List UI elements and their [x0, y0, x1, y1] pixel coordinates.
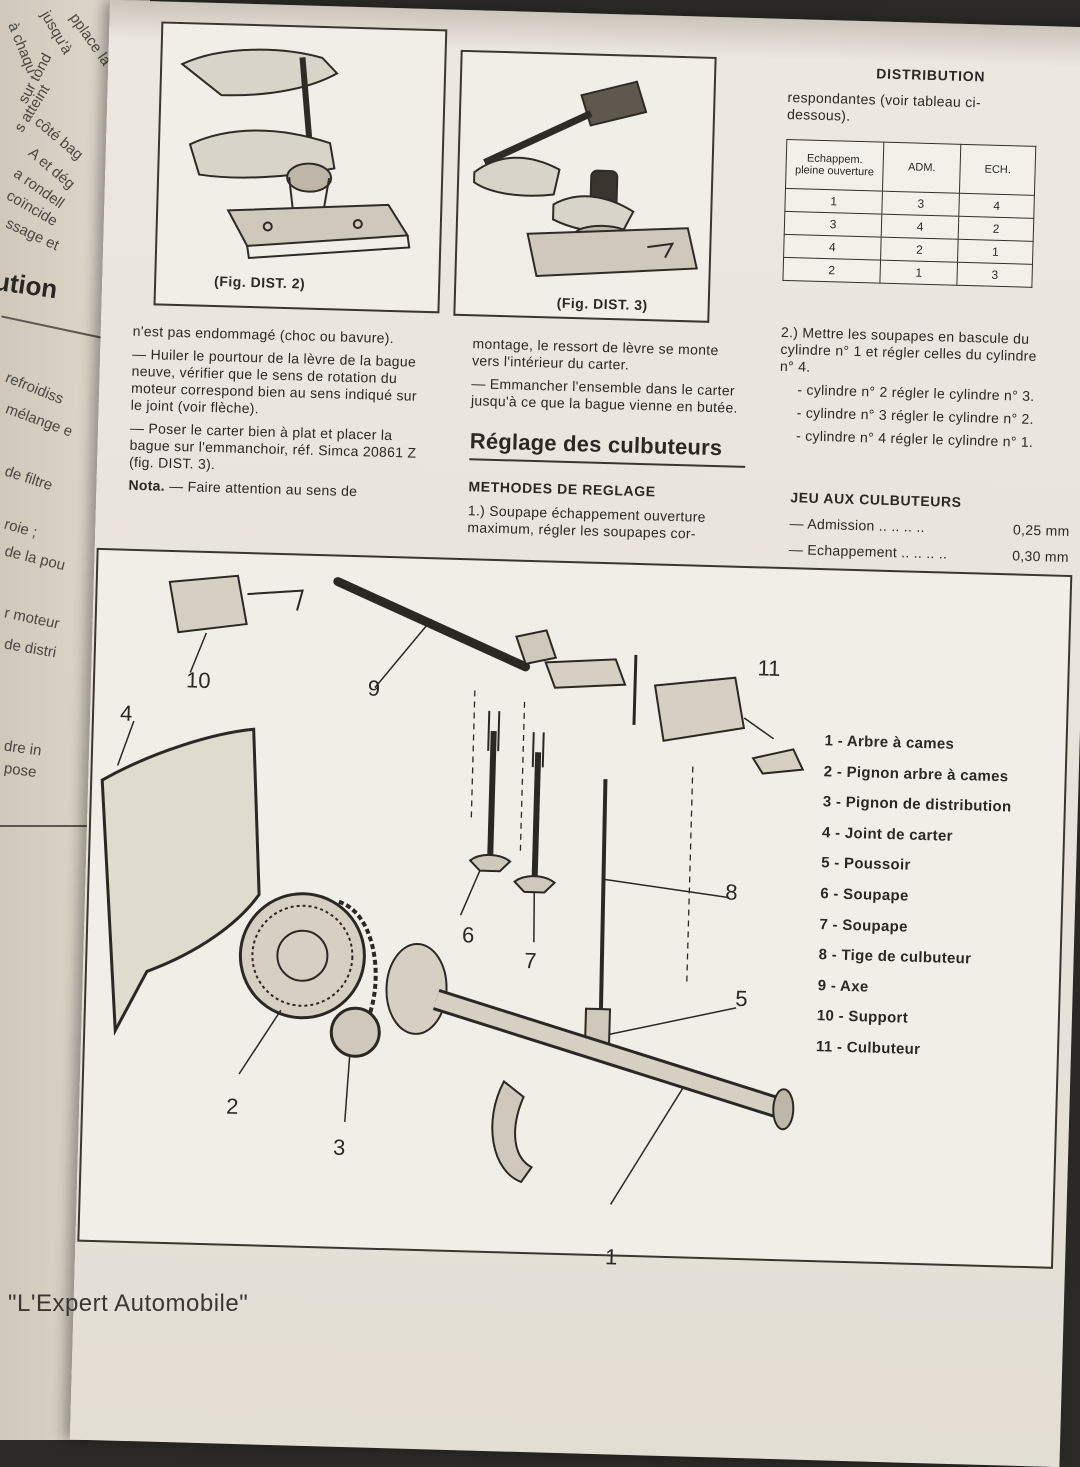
- paragraph: 2.) Mettre les soupapes en bascule du cy…: [779, 323, 1037, 375]
- valve-sequence-table: Echappem. pleine ouverture ADM. ECH. 1 3…: [782, 138, 1037, 288]
- facing-text-fragment: pose: [2, 759, 38, 782]
- valvetrain-drawing: [100, 574, 805, 1205]
- column-2-text: montage, le ressort de lèvre se monte ve…: [471, 335, 748, 423]
- paragraph: — Huiler le pourtour de la lèvre de la b…: [130, 345, 418, 417]
- callout-8: 8: [724, 879, 738, 905]
- manual-page: DISTRIBUTION (Fig. DIST. 2): [69, 0, 1080, 1467]
- exploded-diagram: [77, 547, 1073, 1269]
- facing-text-fragment: de la pou: [2, 542, 67, 575]
- callout-1: 1: [604, 1244, 618, 1270]
- clearance-heading: JEU AUX CULBUTEURS: [790, 489, 962, 510]
- figure-dist-3-caption: (Fig. DIST. 3): [556, 294, 648, 314]
- paragraph: — Poser le carter bien à plat et placer …: [128, 419, 417, 473]
- facing-text-fragment: dre in: [2, 737, 43, 760]
- facing-text-fragment: de distri: [2, 635, 58, 662]
- clearance-value: 0,25 mm: [1012, 521, 1070, 539]
- parts-legend: 1 - Arbre à cames 2 - Pignon arbre à cam…: [815, 732, 1013, 1074]
- table-cell: 2: [880, 237, 959, 263]
- running-head: DISTRIBUTION: [876, 65, 986, 85]
- column-3-text: 2.) Mettre les soupapes en bascule du cy…: [778, 324, 1041, 457]
- clearance-label: — Echappement .. .. .. ..: [788, 541, 948, 562]
- callout-4: 4: [119, 700, 133, 726]
- table-cell: 3: [957, 262, 1033, 288]
- callout-10: 10: [185, 667, 211, 694]
- nota-text: — Faire attention au sens de: [168, 477, 358, 500]
- facing-text-fragment: jusqu'à: [37, 8, 76, 58]
- paragraph: — Emmancher l'ensemble dans le carter ju…: [470, 375, 738, 416]
- facing-rule: [0, 825, 140, 827]
- facing-text-fragment: roie ;: [2, 515, 40, 542]
- methods-subheading: METHODES DE REGLAGE: [468, 478, 656, 500]
- callout-7: 7: [523, 947, 537, 974]
- facing-text-fragment: de filtre: [2, 462, 55, 495]
- callout-11: 11: [757, 655, 781, 681]
- clearance-label: — Admission .. .. .. ..: [789, 515, 926, 535]
- clearance-row: — Admission .. .. .. .. 0,25 mm: [789, 515, 1069, 540]
- callout-6: 6: [461, 922, 475, 948]
- callout-2: 2: [225, 1093, 239, 1120]
- paragraph: n'est pas endommagé (choc ou bavure).: [132, 322, 395, 347]
- nota-label: Nota.: [128, 476, 166, 494]
- legend-item: 11 - Culbuteur: [815, 1038, 921, 1058]
- cylinder-item: - cylindre n° 2 régler le cylindre n° 3.: [797, 381, 1035, 404]
- facing-text-fragment: r moteur: [2, 604, 62, 633]
- paragraph: montage, le ressort de lèvre se monte ve…: [471, 335, 719, 373]
- clearance-value: 0,30 mm: [1012, 547, 1070, 565]
- publication-footer: "L'Expert Automobile": [8, 1290, 249, 1317]
- clearance-row: — Echappement .. .. .. .. 0,30 mm: [789, 541, 1069, 566]
- table-cell: 1: [957, 239, 1034, 265]
- table-header: Echappem. pleine ouverture: [785, 139, 884, 192]
- figure-dist-2: [153, 21, 448, 314]
- facing-text-fragment: pplace la: [66, 10, 115, 69]
- cylinder-item: - cylindre n° 4 régler le cylindre n° 1.: [795, 427, 1034, 450]
- figure-dist-3: [453, 49, 717, 323]
- cylinder-item: - cylindre n° 3 régler le cylindre n° 2.: [796, 404, 1035, 427]
- table-cell: 4: [783, 234, 882, 261]
- table-header: ADM.: [882, 142, 962, 194]
- table-cell: 1: [784, 188, 883, 215]
- table-cell: 4: [959, 193, 1035, 219]
- table-cell: 2: [782, 257, 881, 284]
- column-3-intro: respondantes (voir tableau ci-dessous).: [786, 88, 982, 124]
- column-1-text: n'est pas endommagé (choc ou bavure). — …: [128, 323, 433, 508]
- method-1-text: 1.) Soupape échappement ouverture maximu…: [467, 502, 706, 542]
- facing-section-heading: ution: [0, 265, 60, 305]
- table-cell: 2: [958, 216, 1034, 242]
- figure-dist-2-caption: (Fig. DIST. 2): [213, 273, 306, 292]
- callout-9: 9: [367, 675, 381, 701]
- callout-5: 5: [735, 985, 748, 1012]
- section-title: Réglage des culbuteurs: [469, 428, 747, 468]
- callout-3: 3: [332, 1134, 346, 1161]
- table-cell: 3: [784, 211, 882, 238]
- facing-text-fragment: mélange e: [3, 400, 75, 441]
- table-cell: 1: [879, 260, 958, 286]
- table-header: ECH.: [959, 144, 1036, 196]
- seal-extraction-illustration: [180, 48, 411, 260]
- table-cell: 4: [881, 214, 960, 240]
- seal-installation-illustration: [473, 80, 698, 278]
- nota-paragraph: Nota. — Faire attention au sens de: [128, 477, 428, 502]
- table-cell: 3: [881, 191, 960, 217]
